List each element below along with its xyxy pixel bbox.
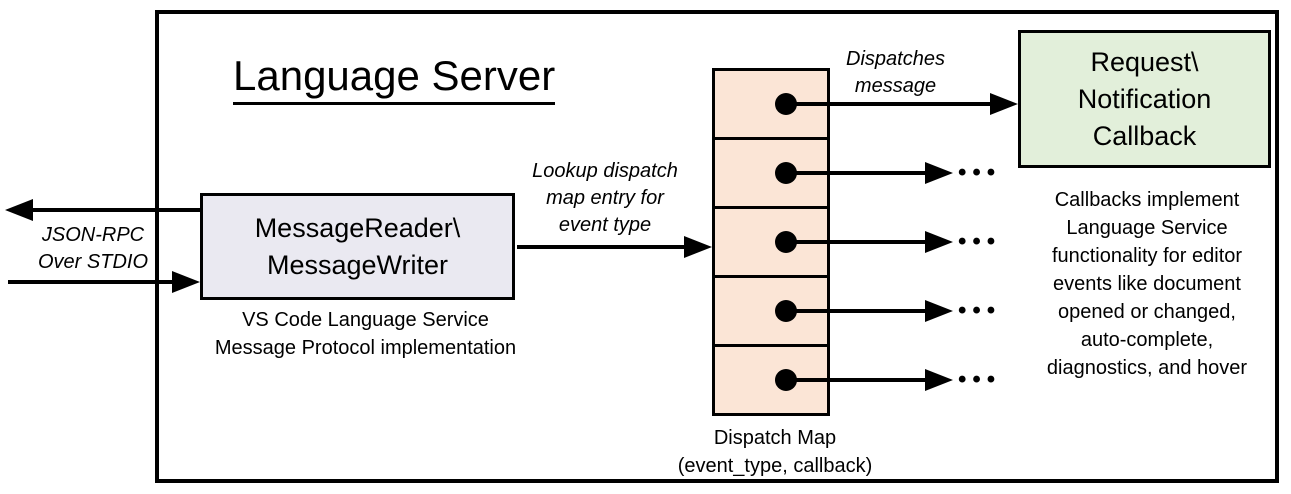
ellipsis-icon: ••• bbox=[958, 366, 1002, 393]
arrow-dispatch-4-line bbox=[786, 309, 927, 313]
dispatch-map-caption: Dispatch Map (event_type, callback) bbox=[677, 427, 873, 477]
arrow-dispatch-3-head-icon bbox=[925, 231, 953, 253]
arrow-stdio-out-line bbox=[28, 208, 200, 212]
callback-caption: Callbacks implement Language Service fun… bbox=[1046, 189, 1248, 379]
ellipsis-icon: ••• bbox=[958, 228, 1002, 255]
stdio-label: JSON-RPC Over STDIO bbox=[37, 224, 148, 273]
arrow-dispatch-2-line bbox=[786, 171, 927, 175]
arrow-lookup-head-icon bbox=[684, 236, 712, 258]
arrow-stdio-in-head-icon bbox=[172, 271, 200, 293]
request-notification-callback-box: Request\ Notification Callback bbox=[1018, 30, 1271, 168]
arrow-dispatch-5-line bbox=[786, 378, 927, 382]
arrow-dispatch-4-head-icon bbox=[925, 300, 953, 322]
arrow-dispatch-5-head-icon bbox=[925, 369, 953, 391]
diagram-title-text: Language Server bbox=[233, 52, 556, 105]
lookup-label: Lookup dispatch map entry for event type bbox=[532, 160, 678, 236]
message-reader-writer-box: MessageReader\ MessageWriter bbox=[200, 193, 515, 300]
ellipsis-icon: ••• bbox=[958, 159, 1002, 186]
dispatches-label: Dispatches message bbox=[846, 48, 945, 97]
arrow-dispatch-1-line bbox=[786, 102, 992, 106]
diagram-title: Language Server bbox=[233, 52, 556, 105]
arrow-dispatch-2-head-icon bbox=[925, 162, 953, 184]
arrow-dispatch-3-line bbox=[786, 240, 927, 244]
arrow-lookup-line bbox=[517, 245, 686, 249]
message-handler-caption: VS Code Language Service Message Protoco… bbox=[214, 309, 517, 359]
arrow-dispatch-1-head-icon bbox=[990, 93, 1018, 115]
arrow-stdio-out-head-icon bbox=[5, 199, 33, 221]
ellipsis-icon: ••• bbox=[958, 297, 1002, 324]
arrow-stdio-in-line bbox=[8, 280, 174, 284]
